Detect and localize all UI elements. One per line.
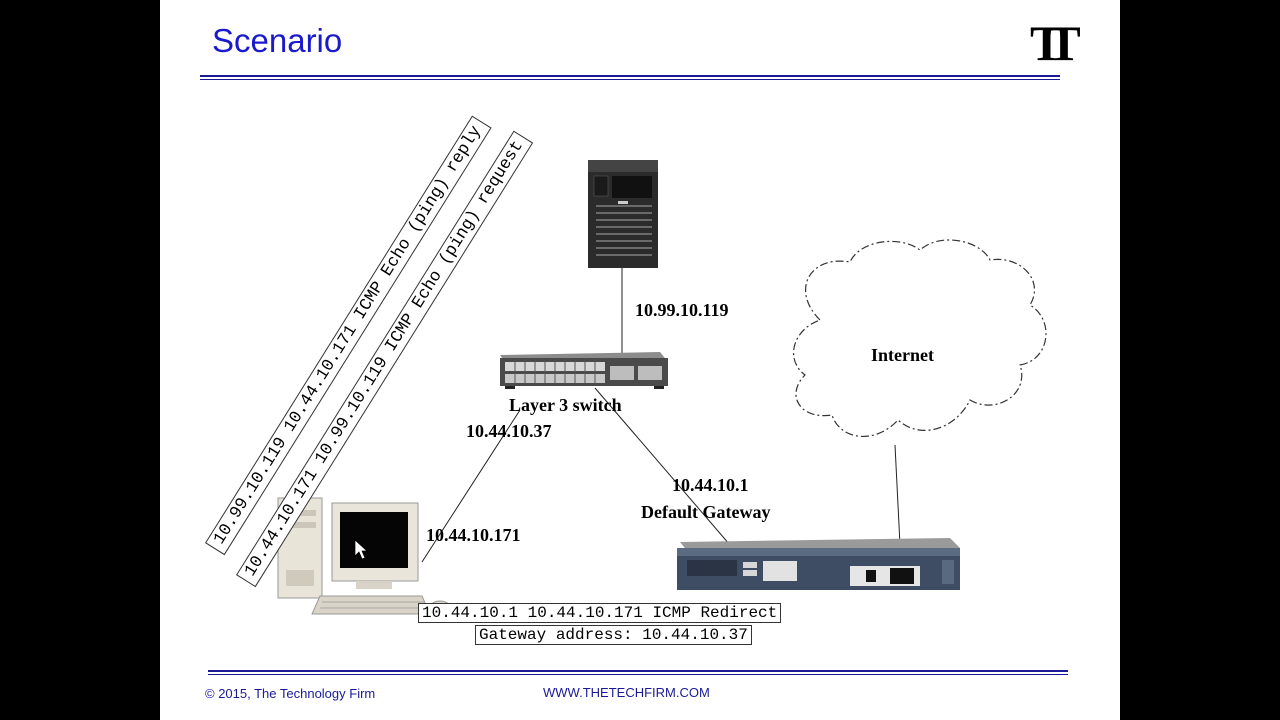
footer-rule (208, 670, 1068, 672)
server-icon (588, 160, 658, 268)
host-ip-label: 10.44.10.171 (426, 525, 521, 545)
gateway-label: Default Gateway (641, 502, 771, 522)
switch-ip-label: 10.44.10.37 (466, 421, 552, 441)
server-ip-label: 10.99.10.119 (635, 300, 729, 320)
packet-redirect: 10.44.10.1 10.44.10.171 ICMP Redirect (418, 603, 782, 623)
title-rule-thin (200, 79, 1060, 80)
slide: Scenario TT (160, 0, 1120, 720)
footer-rule-thin (208, 674, 1068, 675)
gateway-ip-label: 10.44.10.1 (672, 475, 749, 495)
link-switch-host (421, 409, 521, 563)
title-rule (200, 75, 1060, 77)
packet-redirect-gateway: Gateway address: 10.44.10.37 (475, 625, 752, 645)
router-icon (677, 538, 960, 590)
switch-label: Layer 3 switch (509, 395, 622, 415)
page-title: Scenario (212, 22, 343, 59)
link-switch-router (594, 387, 731, 546)
internet-cloud (792, 239, 1047, 437)
copyright-text: © 2015, The Technology Firm (205, 686, 376, 701)
internet-label: Internet (871, 345, 934, 365)
network-diagram (277, 160, 1047, 615)
workstation-icon (277, 497, 450, 615)
website-link[interactable]: WWW.THETECHFIRM.COM (543, 685, 710, 700)
link-router-internet (894, 444, 901, 546)
switch-icon (500, 352, 668, 389)
mouse-cursor-icon (354, 539, 368, 560)
